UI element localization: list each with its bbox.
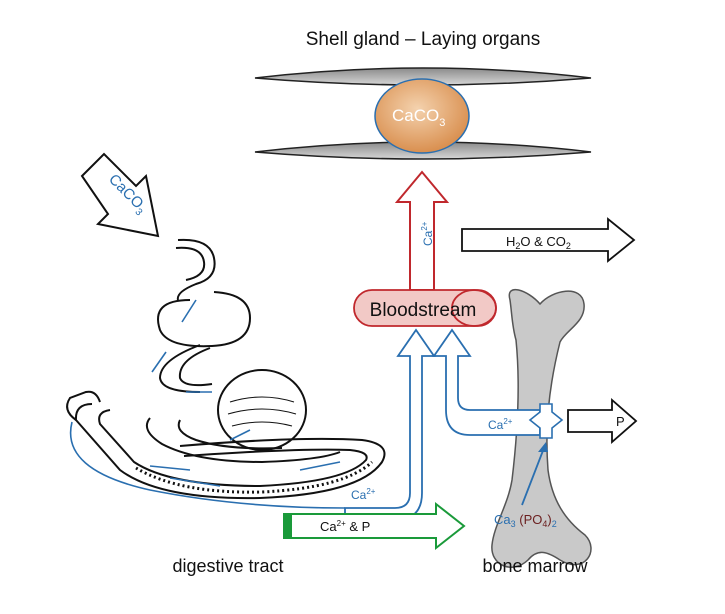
gut-to-bone-sup: 2+ xyxy=(337,519,346,528)
gut-to-bone-ca: Ca xyxy=(320,519,337,534)
gut-to-bone-arrow xyxy=(283,501,466,551)
ca-from-bone-main: Ca xyxy=(488,418,504,432)
ca-to-shell-gland-main: Ca xyxy=(421,230,435,246)
ca-to-shell-gland-arrow xyxy=(394,170,450,291)
bloodstream-label: Bloodstream xyxy=(370,300,477,321)
ca-from-gut-label: Ca2+ xyxy=(351,487,376,502)
ca-from-gut-main: Ca xyxy=(351,488,367,502)
gut-to-bone-label: Ca2+ & P xyxy=(320,519,370,534)
digestive-tract-label: digestive tract xyxy=(172,556,283,576)
ca-from-bone-sup: 2+ xyxy=(503,417,512,426)
ca-from-bone-label: Ca2+ xyxy=(488,417,513,432)
ca-from-gut-sup: 2+ xyxy=(366,487,375,496)
water-co2-mid: O & CO xyxy=(520,234,566,249)
water-co2-label: H2O & CO2 xyxy=(506,234,571,251)
bone-mineral-sub3: 2 xyxy=(552,519,557,529)
bone-marrow-label: bone marrow xyxy=(482,556,588,576)
bone-mineral-mid: (PO xyxy=(516,512,543,527)
ca-from-bone-arrow xyxy=(432,328,541,436)
gut-to-bone-arrow-tail xyxy=(284,514,292,538)
water-co2-h: H xyxy=(506,234,515,249)
ca-to-shell-gland-sup: 2+ xyxy=(420,221,429,230)
digestive-tract-illustration xyxy=(66,238,386,500)
ingested-caco3-arrow xyxy=(80,152,160,238)
egg-label-main: CaCO xyxy=(392,106,439,125)
title-label: Shell gland – Laying organs xyxy=(306,29,541,50)
phosphorus-out-arrow xyxy=(567,398,638,444)
water-co2-arrow xyxy=(461,217,636,263)
bone-mineral-up-line xyxy=(521,447,545,506)
bloodstream-tube-end xyxy=(451,289,497,327)
bone-mineral-sub2: 4 xyxy=(542,519,547,529)
bone-mineral-end: ) xyxy=(547,512,551,527)
bone-mineral-up-head xyxy=(538,442,548,452)
egg-label-sub: 3 xyxy=(439,117,445,129)
shell-gland-upper-plate xyxy=(254,67,592,86)
egg-shape xyxy=(374,78,470,154)
bone-mineral-ca: Ca xyxy=(494,512,511,527)
water-co2-sub1: 2 xyxy=(515,241,520,251)
egg-label: CaCO3 xyxy=(392,106,445,129)
phosphorus-out-label: P xyxy=(616,414,625,429)
bone-mineral-label: Ca3 (PO4)2 xyxy=(494,512,557,529)
bone-mineral-sub1: 3 xyxy=(511,519,516,529)
ca-to-shell-gland-label: Ca2+ xyxy=(420,221,435,246)
water-co2-sub2: 2 xyxy=(566,241,571,251)
bone-hub-cross xyxy=(528,403,564,439)
gut-to-bone-rest: & P xyxy=(346,519,371,534)
digestive-flow-arrows xyxy=(69,299,346,509)
